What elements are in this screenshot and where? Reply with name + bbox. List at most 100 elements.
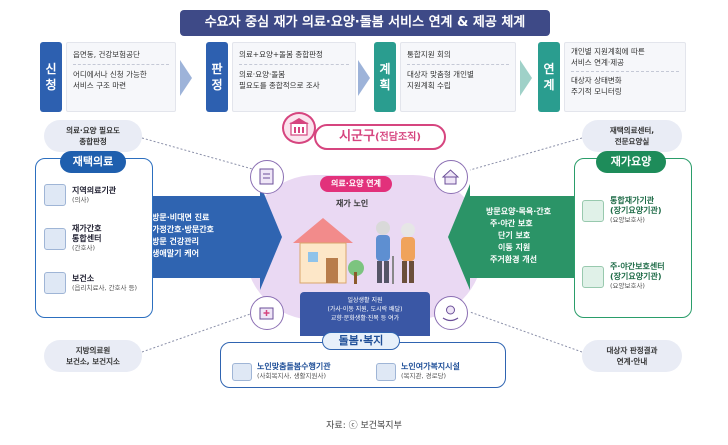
doctor-icon [44,184,66,206]
medical-service-3: 방문 건강관리 [152,237,199,246]
home-visit-icon [434,160,468,194]
pill-medical-center-line-1: 재택의료센터, [609,126,655,135]
item-name-2: (장기요양기관) [610,206,662,215]
day-care-icon [582,265,604,288]
step-plan-line-a: 통합지원 회의 [407,50,451,59]
care-facility-icon [582,199,604,222]
item-sub: (복지관, 경로당) [401,372,447,380]
item-sub: (요양보호사) [610,216,645,224]
welfare-sub-3: 교향·문화생활·진목 등 여가 [330,315,400,322]
medical-care-link-badge: 의료·요양 연계 [320,176,392,192]
step-judge-body: 의료+요양+돌봄 종합판정 의료·요양·돌봄 필요도를 종합적으로 조사 [232,42,356,112]
step-judge-line-b: 의료·요양·돌봄 [239,70,286,79]
sigungu-office-name: 시군구 [339,129,375,144]
step-link-char-1: 연 [543,62,555,76]
pill-medical-center-line-2: 전문요양실 [614,137,650,146]
diagram-title: 수요자 중심 재가 의료·요양·돌봄 서비스 연계 & 제공 체계 [180,10,550,36]
care-service-5: 주거환경 개선 [490,255,537,264]
step-link-char-2: 계 [543,78,555,92]
step-apply-char-2: 청 [45,78,57,92]
home-medical-item-3: 보건소 (읍리치료사, 간호사 등) [44,272,150,294]
sigungu-office-sub: (전담조직) [374,132,421,143]
step-apply-label: 신 청 [40,42,62,112]
step-judge-line-a: 의료+요양+돌봄 종합판정 [239,50,323,59]
item-sub: (읍리치료사, 간호사 등) [72,283,138,292]
home-care-header: 재가요양 [596,151,666,173]
care-service-4: 이동 지원 [498,243,531,252]
home-care-panel [574,158,692,318]
step-plan-char-2: 획 [379,78,391,92]
home-care-item-1: 통합재가기관 (장기요양기관) (요양보호사) [582,196,688,225]
step-apply-line-b: 어디에서나 신청 가능한 [73,70,147,79]
step-plan-body: 통합지원 회의 대상자 맞춤형 개인별 지원계획 수립 [400,42,516,112]
pill-public-health-line-1: 지방의료원 [75,346,111,355]
step-judge-char-1: 판 [211,62,223,76]
welfare-header: 돌봄·복지 [322,332,400,350]
medical-service-1: 방문·비대면 진료 [152,213,210,222]
item-name: 지역의료기관 [72,185,117,195]
item-name: 보건소 [72,273,95,283]
welfare-item-2: 노인여가복지시설 (복지관, 경로당) [376,362,502,381]
care-service-3: 단기 보호 [498,231,531,240]
source-caption: 자료: ⓒ 보건복지부 [326,421,402,431]
sigungu-office: 시군구(전담조직) [314,124,446,150]
medical-service-2: 가정간호·방문간호 [152,225,214,234]
step-link-body: 개인별 지원계획에 따른 서비스 연계·제공 대상자 상태변화 주기적 모니터링 [564,42,686,112]
pill-result-guide-line-1: 대상자 판정결과 [606,346,658,355]
step-judge-line-c: 필요도를 종합적으로 조사 [239,81,320,90]
care-services-arrow: 방문요양·목욕·간호 주·야간 보호 단기 보호 이동 지원 주거환경 개선 [470,196,588,278]
step-link-line-a: 개인별 지원계획에 따른 [571,47,645,56]
home-medical-header: 재택의료 [60,151,126,173]
pill-judgment-line-1: 의료·요양 필요도 [66,126,120,135]
home-medical-item-2: 재가간호 통합센터 (간호사) [44,224,148,253]
welfare-sub-1: 일상생활 지원 [347,297,383,304]
chevron-right-icon [520,60,532,96]
step-plan-line-c: 지원계획 수립 [407,81,451,90]
pill-result-guide-line-2: 연계·안내 [616,357,648,366]
home-care-item-2: 주·야간보호센터 (장기요양기관) (요양보호사) [582,262,690,291]
step-plan-label: 계 획 [374,42,396,112]
care-service-1: 방문요양·목욕·간호 [486,207,551,216]
arrow-left-icon [448,184,470,290]
assessment-icon [250,160,284,194]
chevron-right-icon [180,60,192,96]
step-link-line-c: 주기적 모니터링 [571,87,622,96]
pill-medical-center: 재택의료센터, 전문요양실 [582,120,682,152]
care-service-2: 주·야간 보호 [490,219,533,228]
item-name-2: (장기요양기관) [610,272,662,281]
item-name: 노인맞춤돌봄수행기관 [257,362,331,371]
step-plan-line-b: 대상자 맞춤형 개인별 [407,70,474,79]
item-name-2: 통합센터 [72,234,102,243]
welfare-daily-support: 일상생활 지원 (가사·이동 지원, 도시락 배달) 교향·문화생활·진목 등 … [300,292,430,336]
step-plan-char-1: 계 [379,62,391,76]
step-apply-char-1: 신 [45,62,57,76]
welfare-sub-2: (가사·이동 지원, 도시락 배달) [327,306,403,313]
city-hall-icon [282,112,316,144]
medical-service-4: 생애말기 케어 [152,249,199,258]
health-center-icon [44,272,66,294]
item-sub: (간호사) [72,244,96,252]
step-apply-line-a: 읍면동, 건강보험공단 [73,50,140,59]
item-name: 주·야간보호센터 [610,262,665,271]
welfare-item-1: 노인맞춤돌봄수행기관 (사회복지사, 생활지원사) [232,362,372,381]
elderly-at-home-label: 재가 노인 [336,199,369,208]
welfare-center-icon [376,362,396,381]
care-hands-icon [434,296,468,330]
hospital-building-icon [44,227,66,250]
pill-result-guide: 대상자 판정결과 연계·안내 [582,340,682,372]
step-link-line-b: 대상자 상태변화 [571,76,622,85]
item-name: 통합재가기관 [610,196,655,205]
pill-judgment: 의료·요양 필요도 종합판정 [44,120,142,152]
arrow-right-icon [260,184,282,290]
chevron-right-icon [358,60,370,96]
step-apply-line-c: 서비스 구조 마련 [73,81,127,90]
step-link-line-a2: 서비스 연계·제공 [571,58,625,67]
item-name: 재가간호 [72,224,102,233]
step-judge-label: 판 정 [206,42,228,112]
item-sub: (사회복지사, 생활지원사) [257,372,327,380]
step-judge-char-2: 정 [211,78,223,92]
item-name: 노인여가복지시설 [401,362,460,371]
elderly-couple-illustration [293,218,415,284]
item-sub: (의사) [72,195,90,204]
